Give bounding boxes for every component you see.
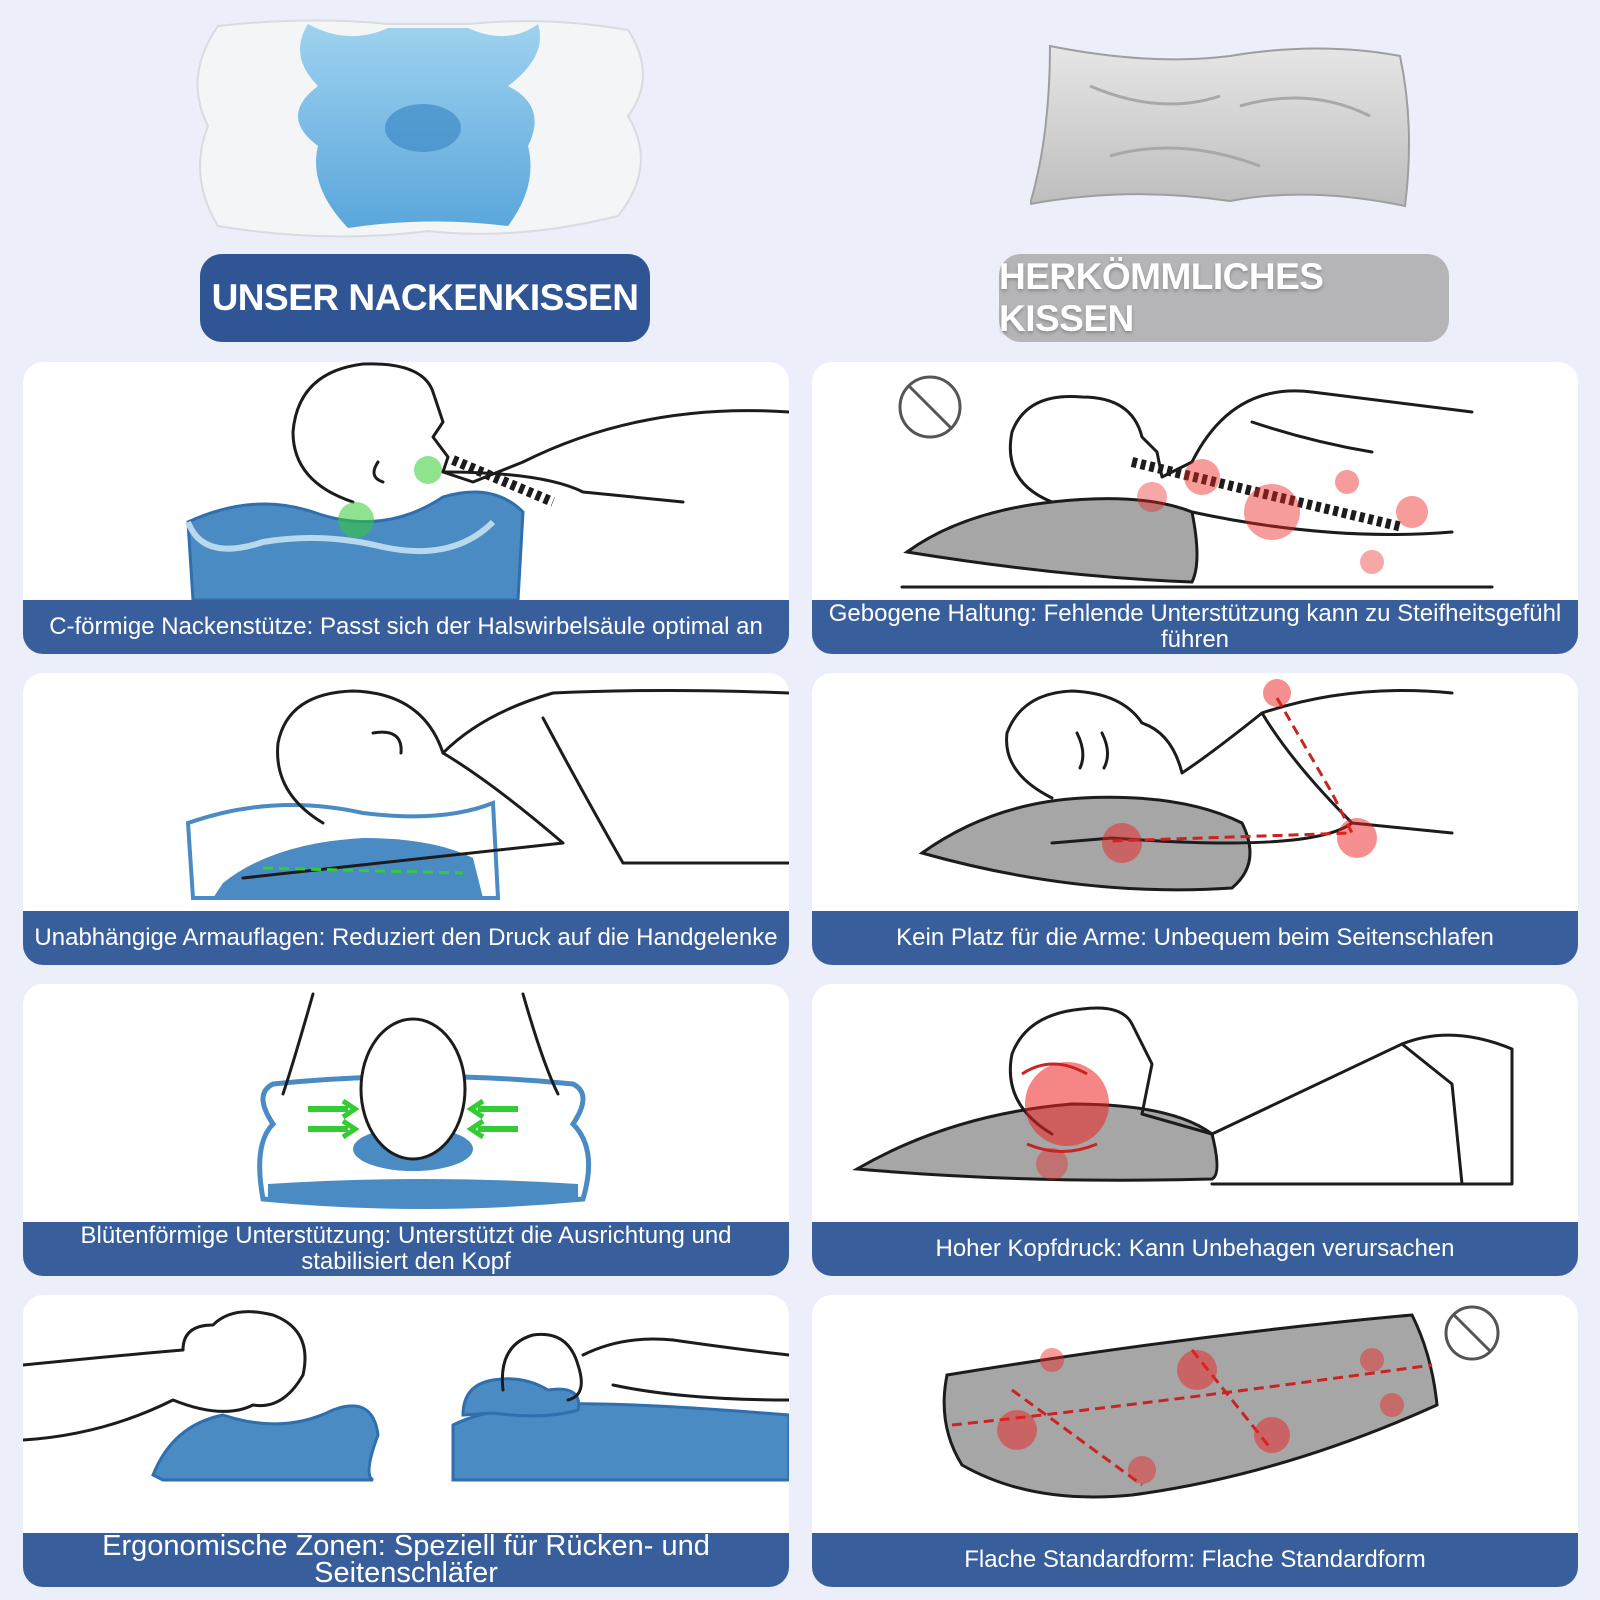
card-high-head-pressure: Hoher Kopfdruck: Kann Unbehagen verursac… [812, 984, 1578, 1276]
card-caption: Hoher Kopfdruck: Kann Unbehagen verursac… [812, 1222, 1578, 1276]
back-and-side-sleeper-illustration [23, 1310, 789, 1482]
card-flower-shaped-support: Blütenförmige Unterstützung: Unterstützt… [23, 984, 789, 1276]
ergonomic-pillow-image [188, 16, 658, 246]
crossed-out-icon [898, 375, 962, 439]
crossed-out-icon [1444, 1305, 1500, 1361]
our-neck-pillow-badge: UNSER NACKENKISSEN [200, 254, 650, 342]
back-sleeper-illustration [185, 362, 789, 600]
card-caption: Gebogene Haltung: Fehlende Unterstützung… [812, 600, 1578, 654]
standard-pillow-image [1030, 26, 1430, 216]
side-sleeper-arm-illustration [185, 689, 789, 900]
card-independent-arm-rests: Unabhängige Armauflagen: Reduziert den D… [23, 673, 789, 965]
flat-pillow-illustration [942, 1305, 1500, 1499]
side-sleeper-no-arm-space-illustration [918, 679, 1454, 892]
card-bent-posture: Gebogene Haltung: Fehlende Unterstützung… [812, 362, 1578, 654]
card-flat-standard-shape: Flache Standardform: Flache Standardform [812, 1295, 1578, 1587]
card-caption: Ergonomische Zonen: Speziell für Rücken-… [23, 1532, 789, 1587]
head-top-view-illustration [257, 992, 592, 1209]
head-pressure-illustration [852, 1006, 1514, 1186]
card-caption: Unabhängige Armauflagen: Reduziert den D… [23, 911, 789, 965]
conventional-pillow-badge: HERKÖMMLICHES KISSEN [999, 254, 1449, 342]
card-caption: Blütenförmige Unterstützung: Unterstützt… [23, 1222, 789, 1276]
card-caption: Kein Platz für die Arme: Unbequem beim S… [812, 911, 1578, 965]
card-caption: C-förmige Nackenstütze: Passt sich der H… [23, 600, 789, 654]
bent-posture-illustration [898, 375, 1494, 589]
card-no-room-for-arms: Kein Platz für die Arme: Unbequem beim S… [812, 673, 1578, 965]
card-c-shaped-neck-support: C-förmige Nackenstütze: Passt sich der H… [23, 362, 789, 654]
card-ergonomic-zones: Ergonomische Zonen: Speziell für Rücken-… [23, 1295, 789, 1587]
card-caption: Flache Standardform: Flache Standardform [812, 1533, 1578, 1587]
